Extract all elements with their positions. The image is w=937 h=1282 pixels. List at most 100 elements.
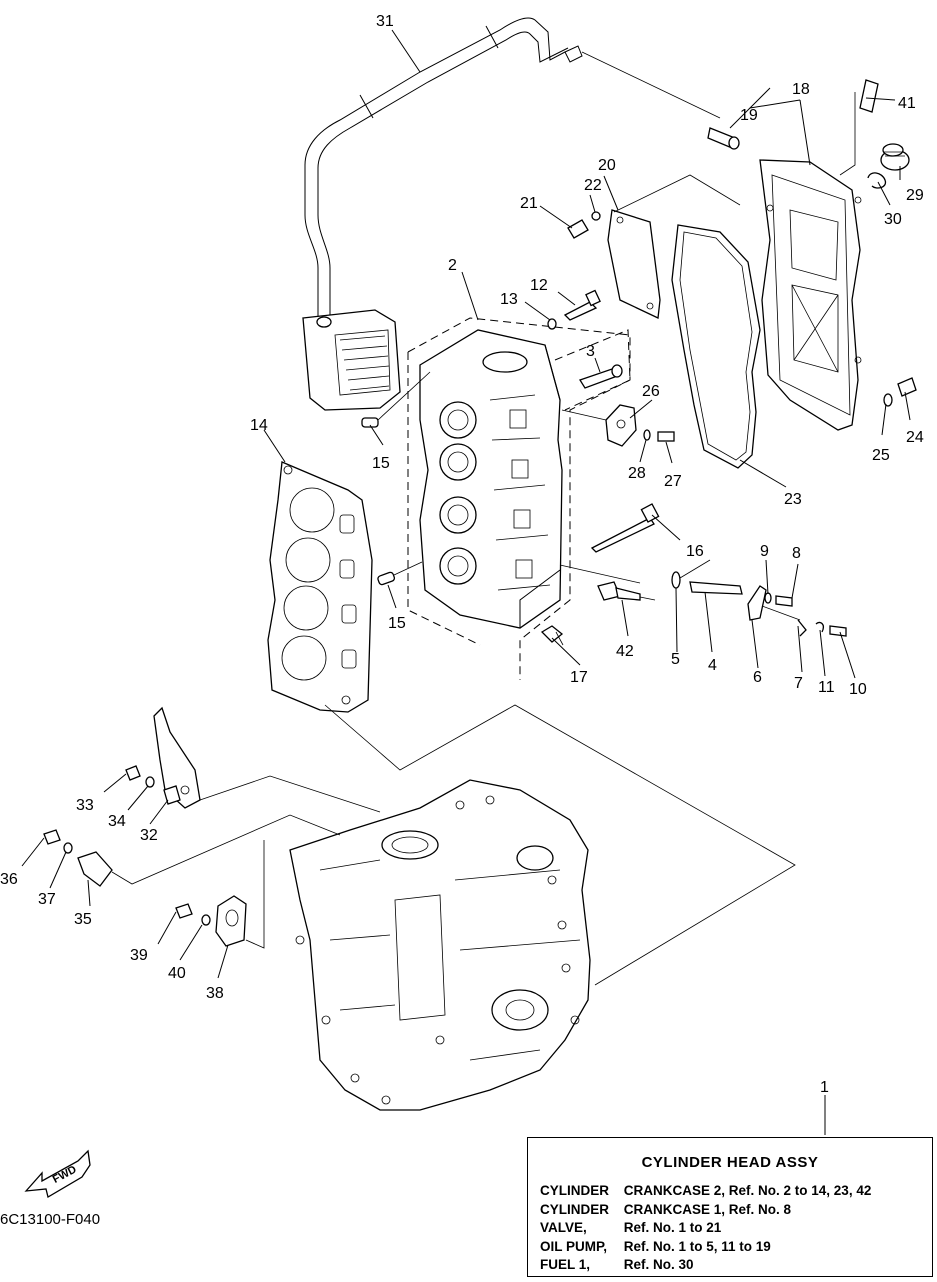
bolt-17 (540, 625, 564, 643)
filter-housing (302, 309, 401, 411)
callout-1: 1 (820, 1079, 829, 1096)
washer-34 (145, 776, 155, 788)
cover-18 (759, 159, 862, 431)
callout-17: 17 (570, 669, 588, 686)
callout-6: 6 (753, 669, 762, 686)
bolt-21 (567, 219, 589, 239)
callout-35: 35 (74, 911, 92, 928)
callout-40: 40 (168, 965, 186, 982)
callout-12: 12 (530, 277, 548, 294)
callout-24: 24 (906, 429, 924, 446)
callout-27: 27 (664, 473, 682, 490)
cap-29 (880, 143, 910, 171)
legend-row-label: CYLINDER (540, 1183, 610, 1198)
callout-2: 2 (448, 257, 457, 274)
bolt-8 (775, 595, 793, 607)
callout-26: 26 (642, 383, 660, 400)
callout-30: 30 (884, 211, 902, 228)
part-3 (554, 329, 631, 411)
callout-32: 32 (140, 827, 158, 844)
legend-row: CYLINDER CRANKCASE 2, Ref. No. 2 to 14, … (540, 1182, 871, 1201)
callout-28: 28 (628, 465, 646, 482)
legend-rows: CYLINDER CRANKCASE 2, Ref. No. 2 to 14, … (540, 1182, 871, 1275)
legend-row-text: CRANKCASE 1, Ref. No. 8 (623, 1201, 792, 1217)
diagram-code: 6C13100-F040 (0, 1211, 101, 1228)
callout-20: 20 (598, 157, 616, 174)
gasket-5 (671, 571, 681, 589)
callout-42: 42 (616, 643, 634, 660)
callout-10: 10 (849, 681, 867, 698)
anode-4 (689, 581, 743, 595)
legend-row-text: Ref. No. 1 to 5, 11 to 19 (623, 1238, 771, 1254)
callout-36: 36 (0, 871, 18, 888)
legend-row: VALVE, Ref. No. 1 to 21 (540, 1219, 871, 1238)
callout-31: 31 (376, 13, 394, 30)
callout-16: 16 (686, 543, 704, 560)
forward-direction-arrow: FWD (24, 1149, 91, 1199)
callout-14: 14 (250, 417, 268, 434)
callout-21: 21 (520, 195, 538, 212)
o-ring-30 (867, 172, 887, 189)
legend-row: CYLINDER CRANKCASE 1, Ref. No. 8 (540, 1201, 871, 1220)
hose-31 (304, 17, 721, 320)
plate-32b (163, 785, 181, 805)
callout-29: 29 (906, 187, 924, 204)
callout-25: 25 (872, 447, 890, 464)
washer-22 (591, 211, 601, 221)
legend-row-label: FUEL 1, (540, 1257, 591, 1273)
leader-lines (21, 29, 911, 1135)
legend-title: CYLINDER HEAD ASSY (641, 1154, 819, 1171)
callout-4: 4 (708, 657, 717, 674)
callout-23: 23 (784, 491, 802, 508)
washer-13 (547, 318, 557, 330)
legend-row-text: Ref. No. 30 (623, 1257, 694, 1273)
legend-row: OIL PUMP, Ref. No. 1 to 5, 11 to 19 (540, 1238, 871, 1257)
bolt-12 (563, 289, 601, 321)
cylinder-head-2 (419, 329, 563, 629)
callout-34: 34 (108, 813, 126, 830)
legend-row-text: CRANKCASE 2, Ref. No. 2 to 14, 23, 42 (623, 1183, 872, 1198)
bolt-33 (125, 765, 141, 781)
bolt-10 (829, 625, 847, 637)
pipe-19 (707, 127, 740, 150)
washer-40 (201, 914, 211, 926)
callout-7: 7 (794, 675, 803, 692)
crankcase-block (289, 779, 591, 1111)
legend-row-label: CYLINDER (540, 1201, 610, 1217)
cover-20 (607, 209, 661, 319)
callout-13: 13 (500, 291, 518, 308)
callout-39: 39 (130, 947, 148, 964)
head-gasket-14 (267, 461, 373, 713)
bolt-39 (175, 903, 193, 919)
spark-plug-42 (597, 581, 656, 601)
dowel-pin-15b (377, 571, 396, 586)
callout-9: 9 (760, 543, 769, 560)
callout-8: 8 (792, 545, 801, 562)
callout-19: 19 (740, 107, 758, 124)
bolt-16 (590, 503, 660, 553)
callout-37: 37 (38, 891, 56, 908)
label-41 (859, 79, 879, 113)
callout-numbers: 1 2 3 4 5 6 7 8 9 10 11 12 13 14 15 15 1… (0, 13, 924, 1096)
legend-box: CYLINDER HEAD ASSY CYLINDER CRANKCASE 2,… (527, 1137, 933, 1277)
callout-15a: 15 (372, 455, 390, 472)
dowel-pin-15a (361, 417, 379, 428)
legend-row-label: OIL PUMP, (540, 1238, 608, 1254)
callout-11: 11 (818, 679, 835, 696)
legend-row-label: VALVE, (540, 1220, 587, 1236)
clip-35 (77, 851, 113, 887)
callout-5: 5 (671, 651, 680, 668)
washer-25 (883, 393, 893, 407)
callout-18: 18 (792, 81, 810, 98)
leader-crankcase (324, 704, 796, 986)
callout-33: 33 (76, 797, 94, 814)
washer-37 (63, 842, 73, 854)
plate-26 (605, 404, 637, 447)
plate-38 (215, 895, 247, 947)
bracket-6 (747, 585, 767, 621)
bolt-27 (657, 431, 675, 442)
clip-11 (815, 621, 824, 633)
callout-38: 38 (206, 985, 224, 1002)
clip-7 (797, 619, 807, 637)
